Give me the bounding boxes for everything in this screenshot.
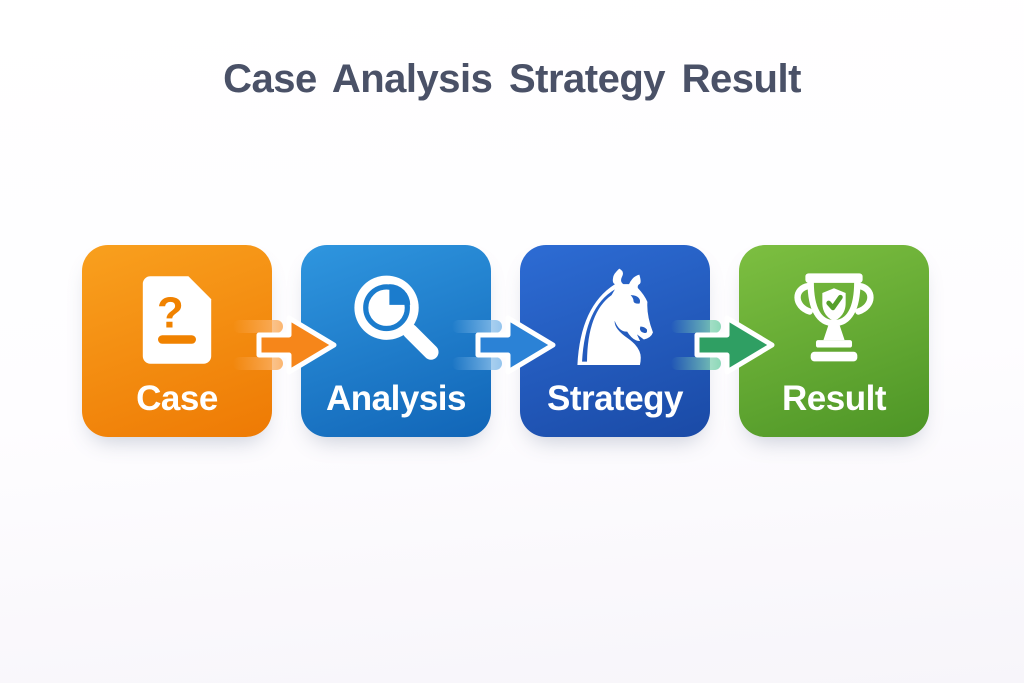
magnifier-pie-chart-icon — [344, 261, 448, 379]
question-document-icon: ? — [139, 261, 215, 379]
chess-knight-icon: ♞ — [555, 243, 675, 397]
chess-knight-glyph: ♞ — [555, 243, 675, 397]
trophy-check-icon — [781, 261, 887, 379]
step-card-case: ? Case — [82, 245, 272, 437]
process-flow: ? Case Analysis ♞ Strateg — [82, 243, 929, 437]
step-label-strategy: Strategy — [546, 379, 684, 418]
arrow-icon-strategy-to-result — [669, 303, 779, 387]
arrow-icon-analysis-to-strategy — [450, 303, 560, 387]
trophy-check-icon-svg — [794, 273, 874, 362]
step-label-result: Result — [782, 379, 886, 418]
page-title: Case Analysis Strategy Result — [223, 56, 801, 101]
question-document-icon-svg: ? — [142, 276, 212, 364]
step-card-result: Result — [739, 245, 929, 437]
svg-text:?: ? — [157, 289, 184, 338]
step-label-case: Case — [136, 379, 218, 418]
arrow-icon-case-to-analysis — [231, 303, 341, 387]
step-card-strategy: ♞ Strategy — [520, 243, 710, 437]
step-card-analysis: Analysis — [301, 245, 491, 437]
magnifier-pie-chart-icon-svg — [354, 275, 439, 360]
step-label-analysis: Analysis — [326, 379, 466, 418]
